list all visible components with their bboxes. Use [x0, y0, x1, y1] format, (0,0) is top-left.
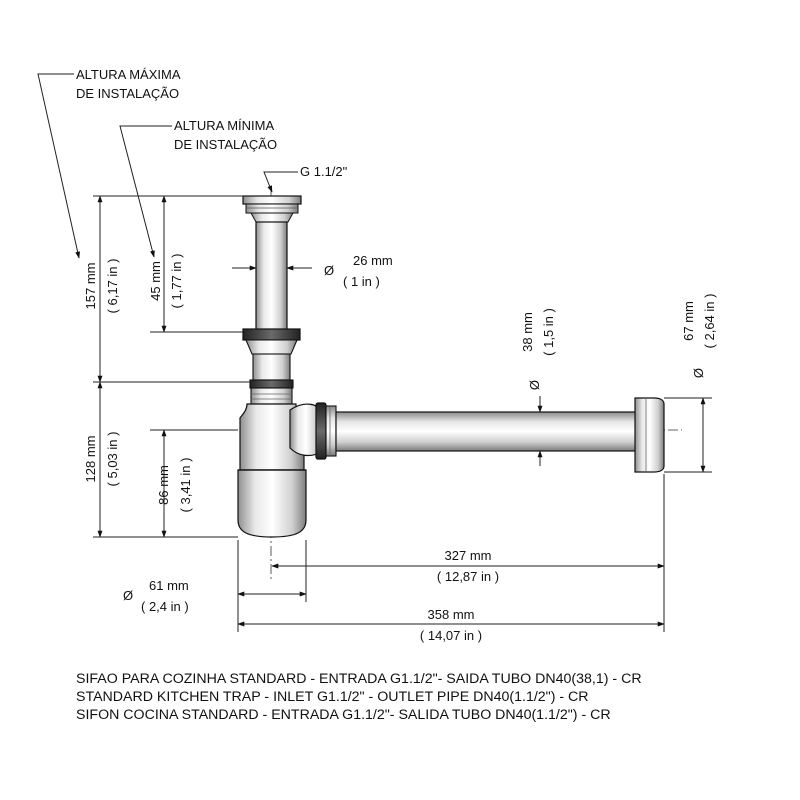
- upper-height-mm: 45 mm: [148, 261, 163, 301]
- total-height-in: ( 6,17 in ): [105, 259, 120, 314]
- flange-diameter-symbol: Ø: [691, 368, 706, 378]
- dimension-lines: [93, 195, 712, 632]
- inlet-nut: [242, 328, 301, 405]
- wall-flange: [634, 397, 665, 473]
- callout-leaders: [37, 73, 298, 259]
- callout-labels: ALTURA MÁXIMA DE INSTALAÇÃO ALTURA MÍNIM…: [76, 67, 348, 179]
- lower-height-mm: 128 mm: [83, 436, 98, 483]
- cup-diameter-in: ( 2,4 in ): [141, 599, 189, 614]
- product-caption: SIFAO PARA COZINHA STANDARD - ENTRADA G1…: [76, 671, 642, 723]
- caption-english: STANDARD KITCHEN TRAP - INLET G1.1/2" - …: [76, 689, 589, 705]
- inlet-diameter-mm: 26 mm: [353, 253, 393, 268]
- flange-diameter-mm: 67 mm: [681, 301, 696, 341]
- caption-portuguese: SIFAO PARA COZINHA STANDARD - ENTRADA G1…: [76, 671, 642, 687]
- max-height-label-line1: ALTURA MÁXIMA: [76, 67, 181, 82]
- dimension-labels: 157 mm ( 6,17 in ) 45 mm ( 1,77 in ) 128…: [83, 253, 717, 643]
- total-length-mm: 358 mm: [428, 607, 475, 622]
- inlet-diameter-in: ( 1 in ): [343, 274, 380, 289]
- min-height-label-line1: ALTURA MÍNIMA: [174, 118, 274, 133]
- outlet-pipe: [335, 411, 637, 452]
- lower-height-in: ( 5,03 in ): [105, 432, 120, 487]
- outlet-diameter-symbol: Ø: [527, 380, 542, 390]
- cup-diameter-symbol: Ø: [123, 588, 133, 603]
- cup-height-mm: 86 mm: [156, 465, 171, 505]
- outlet-length-in: ( 12,87 in ): [437, 569, 499, 584]
- min-height-label-line2: DE INSTALAÇÃO: [174, 137, 277, 152]
- total-length-in: ( 14,07 in ): [420, 628, 482, 643]
- max-height-label-line2: DE INSTALAÇÃO: [76, 86, 179, 101]
- inlet-tube: [255, 221, 288, 331]
- caption-spanish: SIFON COCINA STANDARD - ENTRADA G1.1/2"-…: [76, 707, 611, 723]
- inlet-thread-label: G 1.1/2": [300, 164, 348, 179]
- inlet-diameter-symbol: Ø: [324, 263, 334, 278]
- cup-diameter-mm: 61 mm: [149, 578, 189, 593]
- upper-height-in: ( 1,77 in ): [169, 254, 184, 309]
- total-height-mm: 157 mm: [83, 263, 98, 310]
- cup-height-in: ( 3,41 in ): [178, 458, 193, 513]
- inlet-flange: [242, 195, 302, 223]
- outlet-length-mm: 327 mm: [445, 548, 492, 563]
- outlet-diameter-mm: 38 mm: [520, 312, 535, 352]
- flange-diameter-in: ( 2,64 in ): [702, 294, 717, 349]
- outlet-nut: [315, 402, 337, 460]
- trap-bottle: [237, 403, 323, 538]
- outlet-diameter-in: ( 1,5 in ): [541, 308, 556, 356]
- trap-illustration: [237, 186, 682, 582]
